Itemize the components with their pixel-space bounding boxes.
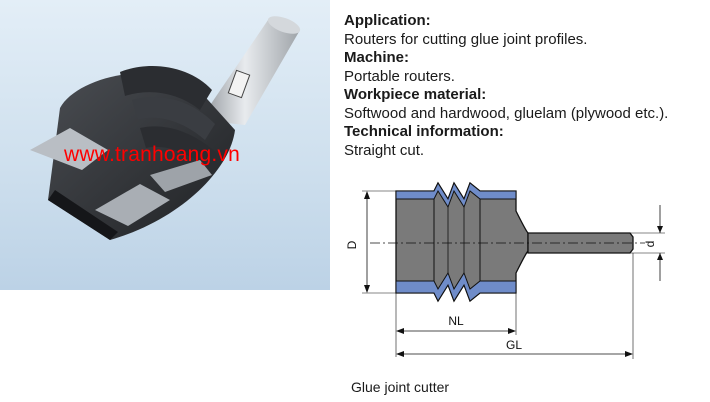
application-heading: Application: xyxy=(344,12,431,29)
label-NL: NL xyxy=(448,314,464,328)
workpiece-text: Softwood and hardwood, gluelam (plywood … xyxy=(344,104,669,122)
machine-text: Portable routers. xyxy=(344,67,455,85)
label-GL: GL xyxy=(506,338,522,352)
product-photo: www.tranhoang.vn xyxy=(0,0,330,290)
technical-drawing: D d NL GL xyxy=(345,181,665,359)
caption: Glue joint cutter xyxy=(351,379,450,395)
label-D: D xyxy=(345,240,359,249)
router-bit-illustration xyxy=(30,16,301,240)
application-text: Routers for cutting glue joint profiles. xyxy=(344,30,588,48)
info-panel: Application: Routers for cutting glue jo… xyxy=(344,12,704,160)
technical-text: Straight cut. xyxy=(344,141,425,159)
cutter-body xyxy=(30,66,235,240)
technical-heading: Technical information: xyxy=(344,123,504,140)
watermark: www.tranhoang.vn xyxy=(64,143,240,166)
shank xyxy=(200,16,301,125)
label-d: d xyxy=(643,241,657,248)
machine-heading: Machine: xyxy=(344,49,410,66)
workpiece-heading: Workpiece material: xyxy=(344,86,487,103)
